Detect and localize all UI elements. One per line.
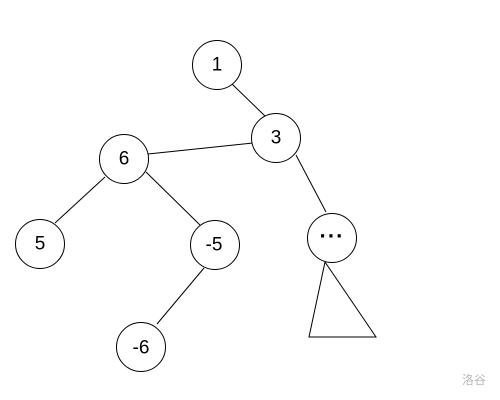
edge-6-minus5: [145, 171, 201, 226]
node-circle: [99, 134, 149, 184]
node-label: 3: [271, 128, 282, 149]
omitted-subtree-triangle: [308, 260, 377, 338]
tree-edges: [54, 83, 327, 325]
tree-node-6: 6: [99, 134, 149, 184]
node-circle: [190, 220, 240, 270]
node-label: 1: [212, 55, 223, 76]
node-circle: [307, 213, 357, 263]
tree-node-minus5: -5: [190, 220, 240, 270]
node-label: 6: [119, 149, 130, 170]
edge-6-5: [54, 176, 106, 224]
edge-minus5-minus6: [156, 267, 205, 325]
watermark: 洛谷: [461, 373, 486, 387]
tree-node-5: 5: [15, 219, 65, 269]
tree-node-3: 3: [251, 113, 301, 163]
node-circle: [116, 322, 166, 372]
node-label: -5: [206, 235, 223, 256]
node-label: -6: [133, 338, 150, 359]
node-circle: [192, 40, 242, 90]
edge-3-dots: [295, 154, 327, 213]
edge-3-6: [147, 142, 254, 155]
tree-node-minus6: -6: [116, 322, 166, 372]
node-circle: [251, 113, 301, 163]
ellipsis-label: ···: [320, 224, 345, 249]
node-label: 5: [35, 234, 46, 255]
tree-node-ellipsis: ···: [307, 213, 357, 263]
node-circle: [15, 219, 65, 269]
edge-1-3: [231, 83, 266, 117]
tree-node-1: 1: [192, 40, 242, 90]
